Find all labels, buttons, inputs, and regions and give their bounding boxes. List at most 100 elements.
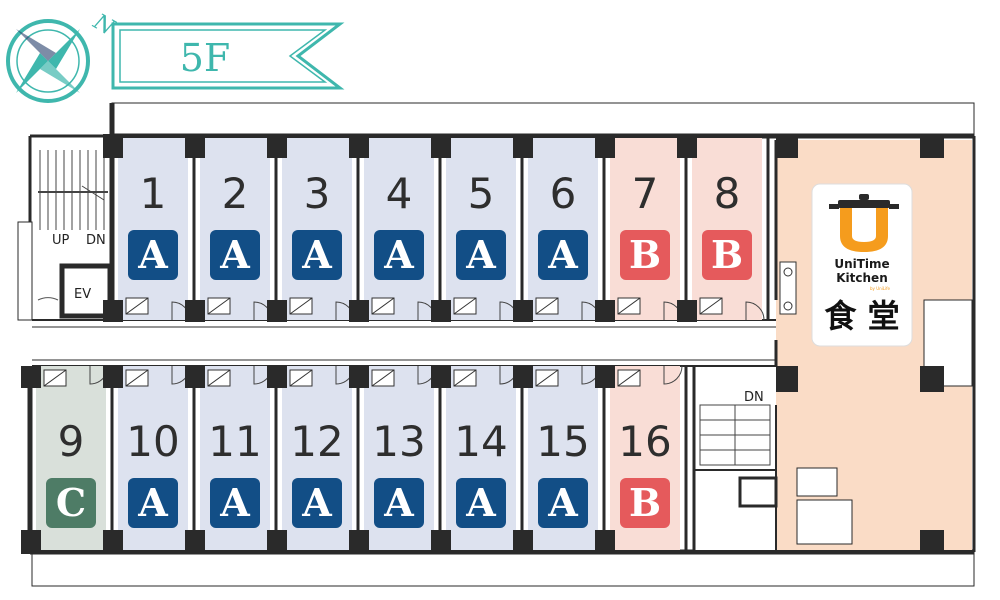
- bath-diagonal: [371, 369, 395, 387]
- pillar: [267, 366, 287, 388]
- bath-diagonal: [207, 297, 231, 315]
- room-type-letter: A: [137, 480, 168, 525]
- room-type-letter: A: [547, 232, 578, 277]
- room-floor: [200, 138, 270, 320]
- room-type-letter: B: [711, 232, 743, 277]
- bath-diagonal: [453, 297, 477, 315]
- pillar: [349, 134, 369, 158]
- brand-sub: by UniLife: [870, 286, 891, 291]
- room-type-letter: B: [629, 232, 661, 277]
- room-8: 8B: [677, 134, 770, 322]
- pillar: [677, 134, 697, 158]
- room-7: 7B: [595, 134, 688, 322]
- room-type-badge: [456, 230, 506, 280]
- room-11: 11A: [185, 365, 278, 554]
- bath-diagonal: [371, 297, 395, 315]
- bath-diagonal: [699, 297, 723, 315]
- room-2: 2A: [185, 134, 278, 322]
- pillar: [267, 300, 287, 322]
- compass-ring-icon: [6, 19, 90, 103]
- room-number: 15: [536, 417, 589, 466]
- room-number: 9: [58, 417, 85, 466]
- room-number: 4: [386, 169, 413, 218]
- room-type-badge: [128, 478, 178, 528]
- room-type-badge: [538, 478, 588, 528]
- room-number: 3: [304, 169, 331, 218]
- stairs-down-label-2: DN: [744, 390, 764, 405]
- pillar: [677, 300, 697, 322]
- room-type-letter: A: [465, 480, 496, 525]
- pillar: [103, 134, 123, 158]
- room-number: 11: [208, 417, 261, 466]
- stairs-up-label: UP: [52, 233, 70, 248]
- room-6: 6A: [513, 134, 606, 322]
- pillar: [513, 366, 533, 388]
- room-type-badge: [374, 230, 424, 280]
- room-13: 13A: [349, 365, 442, 554]
- room-number: 16: [618, 417, 671, 466]
- room-12: 12A: [267, 365, 360, 554]
- pillar: [185, 134, 205, 158]
- room-3: 3A: [267, 134, 360, 322]
- pillar: [595, 300, 615, 322]
- pillar: [185, 300, 205, 322]
- room-type-letter: A: [219, 480, 250, 525]
- room-15: 15A: [513, 365, 606, 554]
- room-floor: [282, 138, 352, 320]
- pillar-group: [776, 136, 944, 552]
- pillar: [513, 300, 533, 322]
- pillar: [103, 366, 123, 388]
- bath-diagonal: [207, 369, 231, 387]
- room-type-badge: [210, 230, 260, 280]
- bath-diagonal: [535, 369, 559, 387]
- pillar: [431, 530, 451, 554]
- cafeteria-title: 食 堂: [824, 297, 899, 335]
- pillar: [103, 530, 123, 554]
- room-number: 12: [290, 417, 343, 466]
- pillar: [513, 530, 533, 554]
- kitchen-logo-card: UniTime Kitchen by UniLife 食 堂: [811, 183, 913, 347]
- pot-icon: [829, 194, 899, 252]
- pillar: [185, 530, 205, 554]
- stairs-down-label: DN: [86, 233, 106, 248]
- room-floor: [364, 138, 434, 320]
- room-1: 1A: [103, 134, 196, 322]
- pillar: [103, 300, 123, 322]
- pillar: [349, 300, 369, 322]
- room-number: 8: [714, 169, 741, 218]
- room-number: 7: [632, 169, 659, 218]
- pillar: [595, 134, 615, 158]
- stairwell: UP DN EV: [37, 150, 113, 319]
- pillar: [349, 366, 369, 388]
- pillar: [21, 530, 41, 554]
- compass-star-icon: [16, 29, 80, 93]
- room-number: 14: [454, 417, 507, 466]
- floor-banner: 5F: [111, 22, 345, 90]
- pillar: [185, 366, 205, 388]
- room-number: 1: [140, 169, 167, 218]
- room-floor: [528, 138, 598, 320]
- bath-diagonal: [125, 297, 149, 315]
- compass: N: [6, 9, 119, 103]
- room-type-letter: B: [629, 480, 661, 525]
- cafeteria: DN UniTime Kitchen by UniLife 食: [692, 136, 973, 552]
- room-type-letter: A: [137, 232, 168, 277]
- room-type-badge: [620, 478, 670, 528]
- brand-line-1: UniTime: [834, 257, 889, 271]
- pillar: [513, 134, 533, 158]
- pillar: [431, 300, 451, 322]
- bath-diagonal: [453, 369, 477, 387]
- room-type-badge: [620, 230, 670, 280]
- pillar: [21, 366, 41, 388]
- pillar: [349, 530, 369, 554]
- room-type-letter: A: [301, 480, 332, 525]
- room-number: 2: [222, 169, 249, 218]
- room-floor: [446, 138, 516, 320]
- room-type-letter: A: [547, 480, 578, 525]
- pillar: [431, 134, 451, 158]
- room-type-badge: [128, 230, 178, 280]
- room-number: 10: [126, 417, 179, 466]
- pillar: [595, 366, 615, 388]
